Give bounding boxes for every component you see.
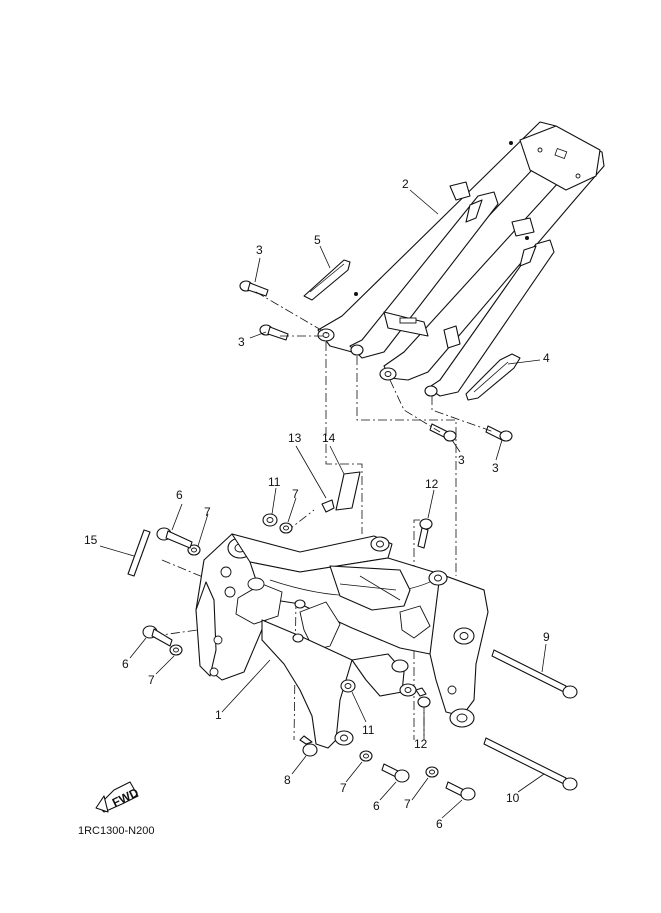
washer-7-bottom-b: [425, 766, 439, 778]
plate-5: [303, 259, 351, 301]
callout-8: 8: [284, 773, 291, 787]
callout-1: 1: [215, 708, 222, 722]
callout-3-middle: 3: [238, 335, 245, 349]
strip-15: [127, 529, 151, 577]
callout-5: 5: [314, 233, 321, 247]
long-bolt-10: [483, 737, 578, 791]
callout-7-top: 7: [292, 487, 299, 501]
callout-7-bottom-b: 7: [404, 797, 411, 811]
callout-11-bottom: 11: [362, 723, 375, 737]
bolt-12-top: [417, 518, 433, 549]
bolt-3-right-a: [429, 423, 457, 442]
washer-7-left-lower: [169, 644, 183, 656]
callout-6-upper-left: 6: [176, 488, 183, 502]
callout-7-bottom-a: 7: [340, 781, 347, 795]
bolt-6-lower-left: [142, 625, 173, 647]
bolt-6-bottom-a: [381, 763, 410, 783]
bolt-8: [299, 735, 318, 757]
callout-6-lower-left: 6: [122, 657, 129, 671]
bolt-3-right-b: [485, 425, 513, 442]
callout-6-bottom-a: 6: [373, 799, 380, 813]
callout-2: 2: [402, 177, 409, 191]
callout-labels: 1 2 3 3 3 3 4 5 6 6 6 6 7 7 7 7 7 8 9 10…: [84, 177, 550, 831]
label-14: [335, 471, 361, 511]
leader-lines: [99, 189, 547, 819]
collar-11-top: [262, 513, 278, 527]
callout-3-right-b: 3: [492, 461, 499, 475]
washer-7-left-upper: [187, 544, 201, 556]
rear-frame: [317, 121, 605, 397]
callout-7-upper-left: 7: [204, 505, 211, 519]
callout-7-lower-left: 7: [148, 673, 155, 687]
callout-12-top: 12: [425, 477, 439, 491]
callout-3-right-a: 3: [458, 453, 465, 467]
callout-14: 14: [322, 431, 336, 445]
collar-11-bottom: [340, 679, 356, 693]
callout-12-bottom: 12: [414, 737, 428, 751]
callout-13: 13: [288, 431, 302, 445]
callout-9: 9: [543, 630, 550, 644]
fwd-arrow: FWD: [95, 781, 141, 813]
bolt-6-bottom-b: [445, 781, 476, 801]
callout-15: 15: [84, 533, 98, 547]
diagram-code: 1RC1300-N200: [78, 825, 154, 837]
clip-13: [321, 499, 335, 513]
callout-3-upper: 3: [256, 243, 263, 257]
callout-6-bottom-b: 6: [436, 817, 443, 831]
washer-7-top: [279, 522, 293, 534]
bolt-3-middle: [259, 324, 289, 341]
bolt-12-bottom: [415, 687, 431, 708]
callout-10: 10: [506, 791, 520, 805]
fwd-label: FWD: [110, 785, 141, 810]
long-bolt-9: [491, 649, 578, 699]
bolt-3-upper: [239, 280, 269, 297]
callout-11-top: 11: [268, 475, 281, 489]
washer-7-bottom-a: [359, 750, 373, 762]
main-frame: [195, 533, 489, 749]
bolt-6-upper-left: [156, 527, 193, 549]
callout-4: 4: [543, 351, 550, 365]
